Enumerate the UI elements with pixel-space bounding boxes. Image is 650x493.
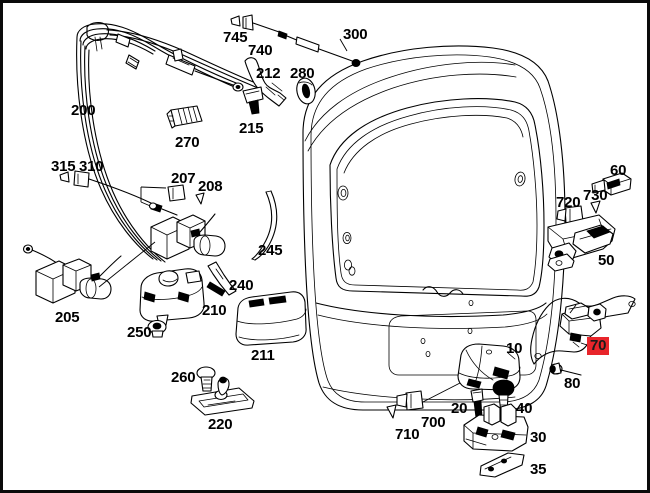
part-label-260: 260 (171, 369, 196, 386)
clip-720 (556, 205, 584, 224)
clip-730 (590, 200, 601, 214)
part-label-207: 207 (171, 170, 196, 187)
pump-unit-upper (98, 213, 226, 288)
clip-207 (140, 184, 186, 209)
striker-plate-35 (479, 452, 525, 478)
part-label-200: 200 (71, 102, 96, 119)
housing-210 (139, 268, 205, 326)
part-label-50: 50 (598, 252, 615, 269)
pump-unit-205 (22, 244, 122, 304)
bolt-20 (470, 388, 484, 419)
part-label-208: 208 (198, 178, 223, 195)
part-label-700: 700 (421, 414, 446, 431)
part-label-212: 212 (256, 65, 281, 82)
part-label-745: 745 (223, 29, 248, 46)
part-label-740: 740 (248, 42, 273, 59)
bracket-240 (206, 261, 237, 297)
part-label-720: 720 (556, 194, 581, 211)
part-label-280: 280 (290, 65, 315, 82)
part-label-240: 240 (229, 277, 254, 294)
lever-bracket-212 (244, 57, 287, 107)
bolt-40 (492, 379, 515, 415)
part-label-60: 60 (610, 162, 627, 179)
trim-strip-245 (251, 190, 278, 261)
part-label-300: 300 (343, 26, 368, 43)
part-label-310: 310 (79, 158, 104, 175)
part-label-205: 205 (55, 309, 80, 326)
part-label-20: 20 (451, 400, 468, 417)
part-label-315: 315 (51, 158, 76, 175)
part-label-250: 250 (127, 324, 152, 341)
part-label-40: 40 (516, 400, 533, 417)
part-label-220: 220 (208, 416, 233, 433)
part-label-710: 710 (395, 426, 420, 443)
assembly-70 (530, 295, 636, 365)
part-label-245: 245 (258, 242, 283, 259)
latch-30 (463, 403, 529, 452)
striker-plate-220 (190, 376, 255, 416)
part-label-215: 215 (239, 120, 264, 137)
connector-60 (591, 172, 632, 196)
tailgate-panel-artwork (302, 45, 566, 411)
connector-block-270 (166, 105, 203, 129)
grommet-280 (296, 77, 316, 105)
clip-700 (396, 390, 424, 411)
part-label-730: 730 (583, 187, 608, 204)
clip-710 (386, 404, 397, 419)
gas-strut-300 (230, 14, 361, 68)
clip-pair-315-310 (59, 170, 156, 206)
part-label-35: 35 (530, 461, 547, 478)
part-label-70-highlighted: 70 (587, 337, 610, 355)
rivet-260 (196, 366, 216, 392)
diagram-artwork: .ln{fill:none;stroke:#000;stroke-width:1… (22, 14, 636, 478)
part-label-210: 210 (202, 302, 227, 319)
release-cable-assembly (106, 29, 272, 94)
cover-211 (235, 291, 307, 346)
hinge-bracket-50 (547, 214, 616, 272)
plug-80 (549, 362, 582, 376)
part-label-80: 80 (564, 375, 581, 392)
clip-208 (195, 192, 205, 205)
inline-connector (148, 202, 178, 216)
part-label-211: 211 (251, 347, 275, 364)
part-label-30: 30 (530, 429, 547, 446)
grommet-250 (147, 319, 167, 338)
lock-actuator-10 (416, 343, 521, 406)
part-label-10: 10 (506, 340, 523, 357)
bolt-215 (242, 86, 264, 115)
part-label-270: 270 (175, 134, 200, 151)
